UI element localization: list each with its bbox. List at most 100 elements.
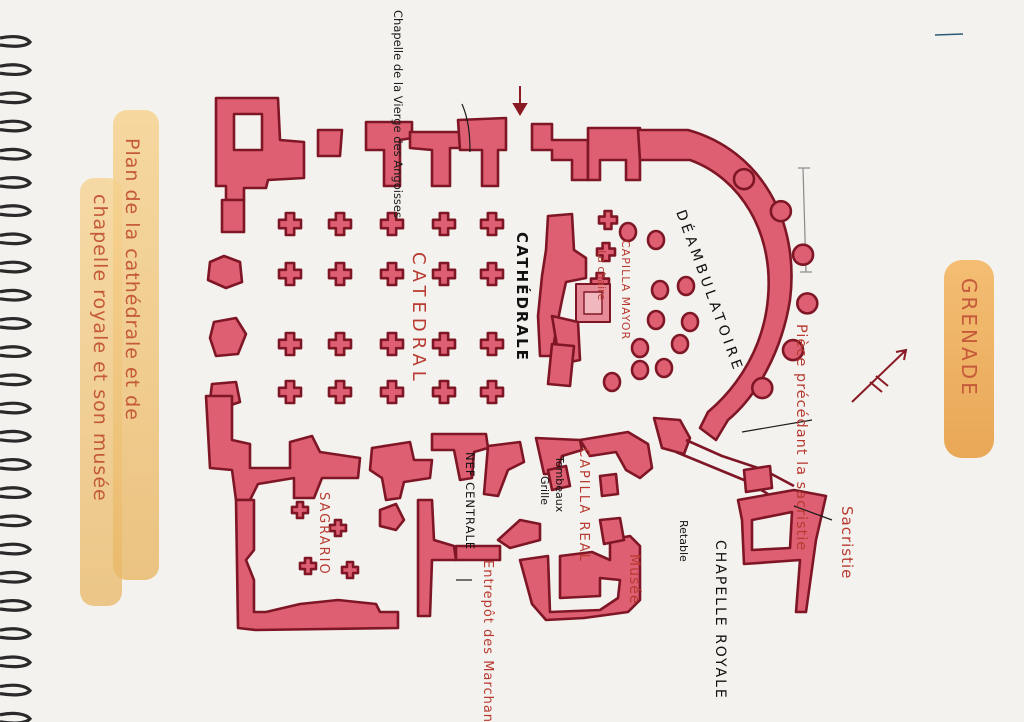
chancel-pillar: [597, 209, 619, 231]
musee-block: [518, 534, 642, 622]
nave-pillar: [479, 379, 505, 405]
nave-pillar: [479, 331, 505, 357]
radiating-chapel: [795, 292, 819, 315]
sagrario-wall: [234, 498, 400, 632]
nave-pillar: [327, 331, 353, 357]
nave-pillar: [327, 211, 353, 237]
spiral-binding: [0, 35, 33, 722]
spiral-ring: [0, 627, 33, 641]
pointer-piece: [741, 419, 813, 433]
nave-pillar: [277, 261, 303, 287]
nave-pillar: [479, 261, 505, 287]
spiral-ring: [0, 119, 33, 133]
label-capilla-real: CAPILLA REAL: [576, 448, 591, 563]
ambulatory-pier: [670, 333, 690, 355]
spiral-ring: [0, 429, 33, 443]
spiral-ring: [0, 401, 33, 415]
nave-pillar: [277, 379, 303, 405]
ambulatory-pier: [618, 221, 638, 243]
nave-pillar: [379, 211, 405, 237]
ambulatory-pier: [650, 279, 670, 301]
spiral-ring: [0, 35, 33, 48]
radiating-chapel: [750, 376, 774, 400]
nave-pillar: [327, 261, 353, 287]
city-wash: [944, 260, 994, 458]
spiral-ring: [0, 711, 33, 722]
radiating-chapel: [732, 167, 756, 191]
sagrario-pillar: [340, 560, 360, 580]
title-wash-strip-1: [113, 110, 159, 580]
nave-pillar: [379, 379, 405, 405]
nave-pillar: [431, 261, 457, 287]
pointer-sacristie: [793, 505, 833, 521]
spiral-ring: [0, 260, 33, 274]
spiral-ring: [0, 514, 33, 528]
label-la-chaire: La chaire: [595, 250, 608, 300]
spiral-ring: [0, 373, 33, 387]
ambulatory-pier: [676, 275, 696, 297]
label-tombeaux: Tombeaux: [553, 455, 566, 513]
label-grille: Grille: [538, 476, 551, 505]
ambulatory-pier: [630, 359, 650, 381]
nave-pillar: [431, 211, 457, 237]
nave-pillar: [431, 379, 457, 405]
spiral-ring: [0, 458, 33, 471]
sagrario-pillar: [290, 500, 310, 520]
sagrario-pillar: [328, 518, 348, 538]
spiral-ring: [0, 232, 33, 246]
ambulatory-pier: [680, 311, 700, 333]
nave-pillar: [277, 331, 303, 357]
label-chapelle-vierge: Chapelle de la Vierge des Angoisses: [391, 10, 405, 218]
south-wall: [204, 394, 362, 502]
title-line-2: chapelle royale et son musée: [89, 194, 111, 502]
nave-pillar: [479, 211, 505, 237]
radiating-chapel: [781, 338, 805, 362]
label-capilla-mayor: CAPILLA MAYOR: [619, 240, 632, 340]
radiating-chapel: [769, 199, 793, 223]
spiral-ring: [0, 204, 33, 218]
spiral-ring: [0, 91, 33, 105]
ambulatory-pier: [630, 337, 650, 359]
label-nef-centrale: NEF CENTRALE: [463, 452, 477, 550]
spiral-ring: [0, 63, 33, 77]
tower-top-left: [214, 96, 306, 202]
spiral-ring: [0, 176, 33, 189]
spiral-ring: [0, 317, 33, 330]
sacristy: [736, 488, 828, 614]
label-retable: Retable: [677, 520, 690, 562]
cathedral-plan: [204, 96, 828, 632]
ambulatory-pier: [654, 357, 674, 379]
label-catedral: CATEDRAL: [408, 252, 429, 386]
sagrario-pillar: [298, 556, 318, 576]
ambulatory-pier: [602, 371, 622, 393]
ambulatory-pier: [646, 309, 666, 331]
entrance-arrow: [512, 86, 528, 116]
spiral-ring: [0, 683, 33, 697]
spiral-ring: [0, 345, 33, 359]
spiral-ring: [0, 288, 33, 302]
label-sacristie: Sacristie: [838, 506, 856, 579]
north-arrow-icon: [851, 348, 908, 403]
nave-pillar: [431, 331, 457, 357]
chancel-pillar: [595, 241, 617, 263]
radiating-chapel: [791, 243, 815, 267]
title-line-1: Plan de la cathédrale et de: [121, 138, 143, 421]
spiral-ring: [0, 655, 33, 669]
label-piece-sacristie: Pièce précédant la sacristie: [793, 324, 809, 551]
nave-pillar: [277, 211, 303, 237]
spiral-ring: [0, 570, 33, 584]
nave-pillar: [327, 379, 353, 405]
spiral-ring: [0, 486, 33, 500]
label-chapelle-royale: CHAPELLE ROYALE: [712, 540, 728, 700]
spiral-ring: [0, 599, 33, 612]
label-sagrario: SAGRARIO: [316, 492, 331, 576]
label-entrepot: Entrepôt des Marchands: [480, 560, 495, 722]
label-musee: Musée: [626, 554, 642, 604]
label-cathedrale: CATHÉDRALE: [513, 232, 532, 362]
nave-pillar: [379, 331, 405, 357]
city-label: GRENADE: [957, 278, 981, 398]
nave-pillar: [379, 261, 405, 287]
ambulatory-pier: [646, 229, 666, 251]
spiral-ring: [0, 147, 33, 161]
